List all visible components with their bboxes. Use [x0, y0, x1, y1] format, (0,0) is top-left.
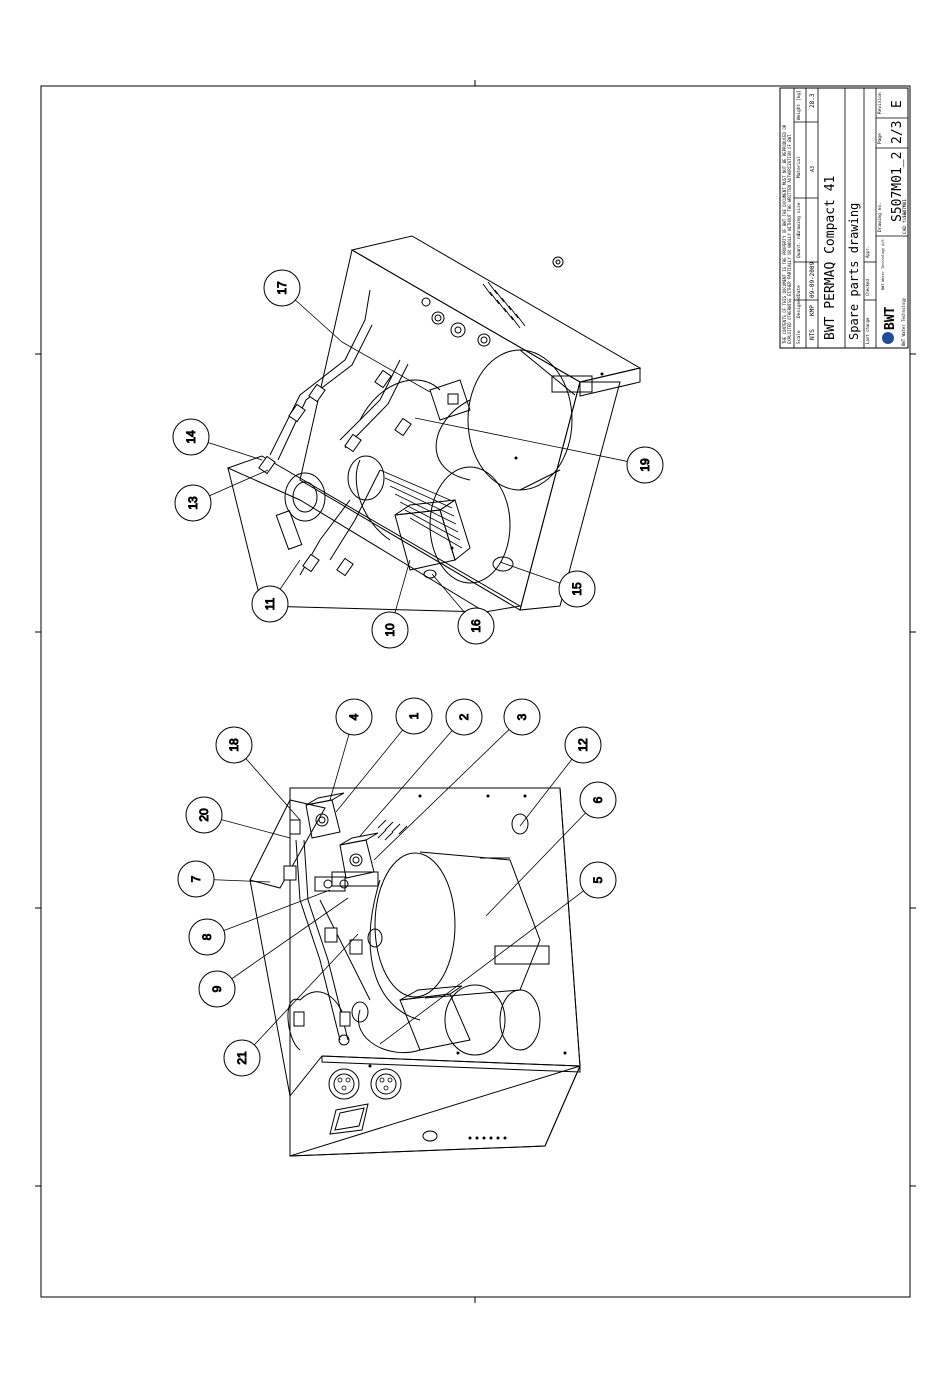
callout-7: 7	[177, 860, 215, 898]
frame-ticks	[35, 80, 916, 1303]
callout-13: 13	[174, 484, 212, 522]
tb-disclaimer-line1: THE CONTENTS OF THIS DOCUMENT IS THE PRO…	[782, 124, 787, 344]
callout-16: 16	[457, 607, 495, 645]
tb-checked-label: Checked	[865, 279, 870, 296]
callout-21: 21	[223, 1039, 261, 1077]
svg-text:9: 9	[210, 985, 224, 992]
callout-14: 14	[172, 418, 210, 456]
tb-revision-label: Revision	[877, 92, 883, 114]
callout-12: 12	[564, 726, 602, 764]
callout-11: 11	[251, 585, 289, 623]
svg-text:19: 19	[638, 458, 652, 472]
callout-leaders	[190, 287, 646, 1059]
callout-3: 3	[503, 698, 541, 736]
callout-2: 2	[445, 698, 483, 736]
tb-drawing-title: Spare parts drawing	[847, 203, 861, 340]
callout-10: 10	[371, 611, 409, 649]
tb-appr-label: Appr.	[865, 246, 870, 258]
tb-weight-label: Weight [kg]	[796, 90, 802, 120]
tb-designed-label: Designed	[796, 296, 802, 318]
tb-last-change-label: Last change	[865, 317, 870, 344]
callout-bubbles: 17 14 13 11 10 16 15 19 4 1 2 3 12 6 5 1…	[172, 269, 664, 1077]
svg-text:14: 14	[184, 430, 198, 444]
svg-text:17: 17	[275, 281, 289, 295]
tb-disclaimer-line2: EXPLOITED OTHERWISE EITHER PARTIALLY OR …	[787, 134, 792, 344]
tb-drawing-no-label: Drawing no.	[877, 202, 883, 232]
svg-text:2: 2	[457, 713, 471, 720]
callout-19: 19	[626, 446, 664, 484]
svg-text:8: 8	[200, 933, 214, 940]
svg-text:13: 13	[186, 496, 200, 510]
tb-scale-label: Scale	[796, 330, 802, 344]
callout-9: 9	[198, 970, 236, 1008]
tb-scale-value: NTS	[809, 329, 816, 340]
tb-page-value: 2/3	[890, 121, 905, 144]
tb-date-label: Date	[796, 285, 802, 296]
callout-6: 6	[579, 781, 617, 819]
callout-20: 20	[185, 796, 223, 834]
tb-quant-label: Quant. no.	[796, 231, 802, 258]
callout-1: 1	[395, 697, 433, 735]
callout-15: 15	[558, 570, 596, 608]
svg-text:12: 12	[576, 738, 590, 752]
callout-4: 4	[335, 698, 373, 736]
tb-designed-value: KMP	[809, 305, 816, 316]
upper-assembly-view	[226, 235, 642, 613]
bwt-logo: BWT BWT Water Technology BWT Water Techn…	[881, 239, 906, 346]
tb-product-title: BWT PERMAQ Compact 41	[823, 176, 838, 340]
title-block: THE CONTENTS OF THIS DOCUMENT IS THE PRO…	[779, 87, 909, 349]
tb-drawing-size-value: A3	[810, 166, 816, 172]
svg-text:20: 20	[197, 808, 211, 822]
bwt-address: BWT Water Technology A/S	[881, 239, 885, 290]
tb-material-label: Material	[796, 156, 802, 178]
callout-5: 5	[579, 861, 617, 899]
svg-text:21: 21	[235, 1051, 249, 1065]
tb-date-value: 09-09-2009	[809, 261, 816, 298]
tb-cad-file-value: S507M01	[902, 199, 908, 218]
bwt-logo-text: BWT	[883, 306, 898, 330]
tb-weight-value: 28.3	[809, 93, 816, 108]
svg-text:5: 5	[591, 876, 605, 883]
tb-drawing-size-label: Drawing size	[796, 202, 802, 235]
svg-text:7: 7	[189, 875, 203, 882]
svg-text:6: 6	[591, 796, 605, 803]
bwt-tagline: BWT Water Technology	[901, 297, 906, 346]
svg-text:1: 1	[407, 712, 421, 719]
svg-text:3: 3	[515, 713, 529, 720]
svg-text:15: 15	[570, 582, 584, 596]
lower-assembly-view	[249, 372, 604, 1157]
tb-page-label: Page	[877, 133, 883, 144]
tb-revision-value: E	[890, 100, 905, 108]
tb-drawing-no-value: S507M01_2	[890, 152, 905, 222]
callout-8: 8	[188, 918, 226, 956]
svg-text:10: 10	[383, 623, 397, 637]
svg-text:11: 11	[263, 597, 277, 610]
tb-cad-file-label: CAD file:	[902, 210, 908, 234]
svg-text:18: 18	[227, 738, 241, 752]
callout-17: 17	[263, 269, 301, 307]
svg-text:16: 16	[469, 619, 483, 633]
callout-18: 18	[215, 726, 253, 764]
svg-text:4: 4	[347, 713, 361, 720]
